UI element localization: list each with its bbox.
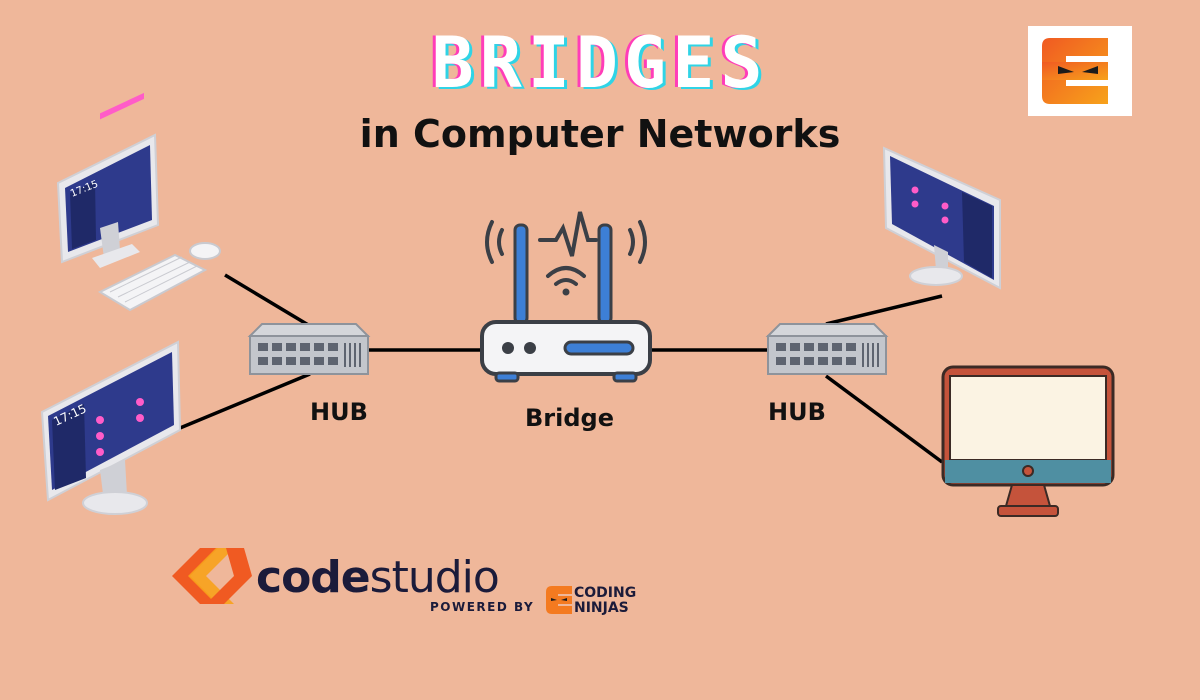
- brand-bold: code: [256, 552, 371, 603]
- desktop-computer-icon: 17:15: [40, 340, 182, 515]
- coding-ninjas-wordmark: CODING NINJAS: [574, 586, 636, 616]
- code-studio-wordmark: codestudio: [256, 552, 500, 603]
- brand-light: studio: [369, 552, 500, 603]
- desktop-computer-icon: 17:15: [56, 92, 221, 312]
- partner-line2: NINJAS: [574, 600, 629, 616]
- page-title: BRIDGES: [431, 22, 769, 104]
- code-studio-logo-icon: [172, 548, 252, 604]
- partner-line1: CODING: [574, 585, 637, 601]
- link-pc1-hub: [224, 273, 311, 328]
- coding-ninjas-logo: [1028, 26, 1132, 116]
- hub-left-icon: [247, 323, 371, 375]
- bridge-label: Bridge: [525, 404, 614, 432]
- link-pc2-hub: [179, 372, 311, 430]
- monitor-icon: [941, 365, 1115, 517]
- hub-right-icon: [765, 323, 889, 375]
- hub-left-label: HUB: [310, 398, 368, 426]
- powered-by-text: POWERED BY: [430, 600, 535, 614]
- link-hub-pc4: [824, 374, 944, 464]
- page-subtitle: in Computer Networks: [359, 112, 841, 156]
- hub-right-label: HUB: [768, 398, 826, 426]
- network-links: [179, 273, 944, 464]
- coding-ninjas-small-icon: [546, 586, 572, 614]
- link-hub-pc3: [825, 294, 943, 326]
- desktop-computer-icon: [882, 146, 1001, 290]
- bridge-router-icon: [480, 211, 652, 383]
